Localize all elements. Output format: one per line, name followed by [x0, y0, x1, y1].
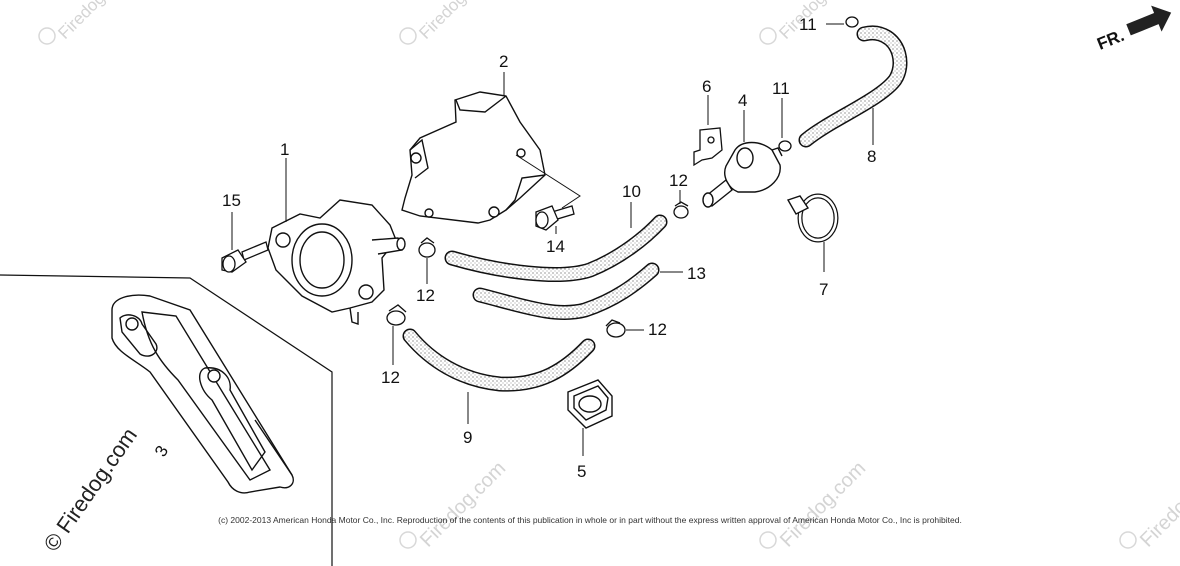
- callout-9: 9: [463, 428, 472, 447]
- fr-label: FR.: [1094, 26, 1127, 54]
- part-3-cover: [111, 294, 294, 494]
- watermark-text: Firedog.com: [776, 457, 870, 551]
- part-5-grommet: [567, 379, 613, 429]
- callout-8: 8: [867, 147, 876, 166]
- callout-2: 2: [499, 52, 508, 71]
- part-15-bolt: [221, 241, 269, 273]
- watermark-text: Firedog.com: [54, 0, 134, 43]
- part-6-stay: [693, 127, 723, 167]
- part-9-hose: [402, 328, 596, 392]
- watermark-text: Firedog.com: [415, 0, 495, 43]
- callout-15: 15: [222, 191, 241, 210]
- callout-labels: 1 2 3 4 5 6 7 8 9 10 11 11 12 12 12 12 1…: [151, 15, 876, 481]
- callout-10: 10: [622, 182, 641, 201]
- callout-12-top: 12: [669, 171, 688, 190]
- part-2-cover: [401, 91, 546, 224]
- watermark-marks: [38, 27, 1137, 549]
- callout-12-upper: 12: [416, 286, 435, 305]
- callout-6: 6: [702, 77, 711, 96]
- part-12-leaders: [392, 190, 681, 365]
- part-11-leaders: [781, 23, 844, 138]
- part-11-clips: [778, 16, 859, 152]
- callout-14: 14: [546, 237, 565, 256]
- panel-outline: [0, 274, 333, 566]
- part-1-adapter: [267, 199, 406, 325]
- watermark-text: Firedog.com: [416, 457, 510, 551]
- callout-4: 4: [738, 91, 747, 110]
- part-8-hose: [798, 25, 908, 148]
- callout-5: 5: [577, 462, 586, 481]
- part-13-hose: [472, 262, 660, 320]
- callout-13: 13: [687, 264, 706, 283]
- callout-1: 1: [280, 140, 289, 159]
- callout-12-lower: 12: [381, 368, 400, 387]
- callout-11-mid: 11: [772, 79, 790, 98]
- callout-7: 7: [819, 280, 828, 299]
- part-10-hose: [444, 214, 668, 282]
- part-7-clamp: [786, 193, 839, 243]
- part-4-valve: [702, 141, 783, 208]
- part-12-clips: [386, 201, 689, 338]
- callout-3: 3: [151, 442, 172, 460]
- copyright-notice: (c) 2002-2013 American Honda Motor Co., …: [218, 515, 962, 525]
- callout-12-right: 12: [648, 320, 667, 339]
- fr-arrow-icon: [1126, 5, 1172, 36]
- watermark-main: © Firedog.com: [39, 423, 142, 556]
- watermark-text: Firedog.com: [1136, 457, 1180, 551]
- part-2-leaders: [503, 72, 581, 209]
- part-14-bolt: [535, 205, 575, 231]
- front-direction-indicator: FR.: [1094, 5, 1172, 54]
- callout-11-top: 11: [799, 15, 817, 34]
